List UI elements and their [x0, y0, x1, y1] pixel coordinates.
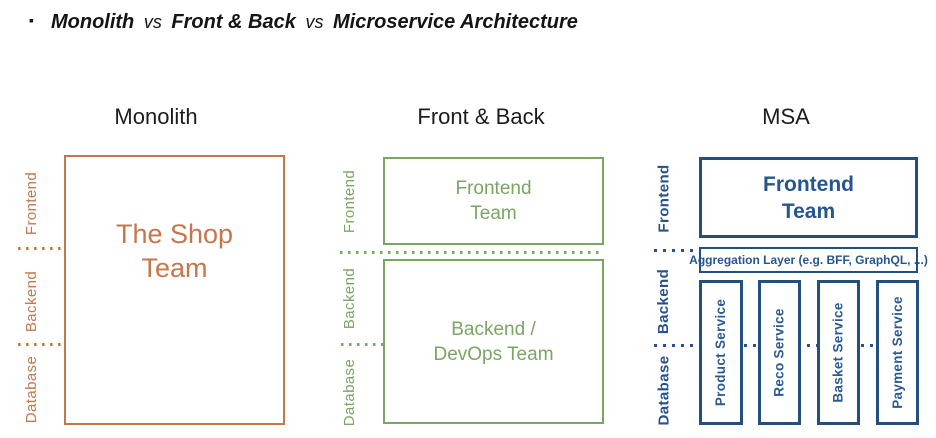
slide-title-row: ▪ Monolith vs Front & Back vs Microservi… — [29, 9, 578, 35]
msa-frontend-label-line2: Team — [781, 199, 836, 223]
backend-devops-label-line1: Backend / — [451, 318, 536, 340]
msa-layer-label-database: Database — [655, 355, 673, 425]
slide-title: Monolith vs Front & Back vs Microservice… — [51, 9, 578, 35]
monolith-layer-label-database: Database — [23, 355, 41, 423]
front-back-header: Front & Back — [417, 104, 545, 129]
monolith-header: Monolith — [114, 104, 198, 129]
service-box-basket: Basket Service — [817, 280, 860, 425]
front-back-layer-label-backend: Backend — [341, 267, 359, 329]
frontend-team-label-line2: Team — [470, 203, 517, 224]
front-back-layer-label-frontend: Frontend — [341, 169, 359, 233]
msa-header: MSA — [762, 104, 810, 129]
monolith-box-label-line1: The Shop — [115, 219, 234, 249]
front-back-divider-backend-database — [341, 343, 383, 346]
msa-frontend-team-box: Frontend Team — [699, 157, 918, 238]
title-segment-microservice: Microservice Architecture — [333, 11, 578, 33]
monolith-box-label-line2: Team — [141, 253, 208, 283]
frontend-team-box: Frontend Team — [383, 157, 604, 245]
service-box-product: Product Service — [699, 280, 743, 425]
monolith-box: The Shop Team — [64, 155, 285, 425]
msa-divider-frontend-backend — [654, 249, 698, 252]
aggregation-layer-box: Aggregation Layer (e.g. BFF, GraphQL, ..… — [689, 247, 928, 273]
frontend-team-label: Frontend Team — [455, 176, 531, 226]
backend-devops-team-label: Backend / DevOps Team — [433, 317, 553, 367]
bullet-icon: ▪ — [29, 12, 34, 28]
monolith-box-label: The Shop Team — [116, 217, 233, 285]
frontend-team-label-line1: Frontend — [455, 178, 532, 199]
aggregation-layer-label: Aggregation Layer (e.g. BFF, GraphQL, ..… — [689, 253, 928, 267]
service-box-payment: Payment Service — [876, 280, 919, 425]
front-back-divider-frontend-backend — [340, 251, 604, 254]
front-back-layer-label-database: Database — [341, 358, 359, 426]
title-segment-monolith: Monolith — [50, 11, 135, 33]
service-box-reco: Reco Service — [758, 280, 801, 425]
backend-devops-label-line2: DevOps Team — [433, 343, 554, 365]
msa-layer-label-frontend: Frontend — [655, 163, 673, 233]
backend-devops-team-box: Backend / DevOps Team — [383, 259, 604, 424]
msa-frontend-label-line1: Frontend — [763, 172, 854, 196]
title-vs-2: vs — [305, 12, 324, 32]
msa-layer-label-backend: Backend — [655, 268, 673, 334]
monolith-layer-label-backend: Backend — [23, 270, 41, 332]
msa-frontend-team-label: Frontend Team — [763, 171, 854, 225]
title-vs-1: vs — [143, 12, 162, 32]
monolith-divider-frontend-backend — [18, 247, 64, 250]
monolith-divider-backend-database — [18, 343, 64, 346]
monolith-layer-label-frontend: Frontend — [23, 171, 41, 235]
title-segment-front-back: Front & Back — [171, 11, 296, 33]
